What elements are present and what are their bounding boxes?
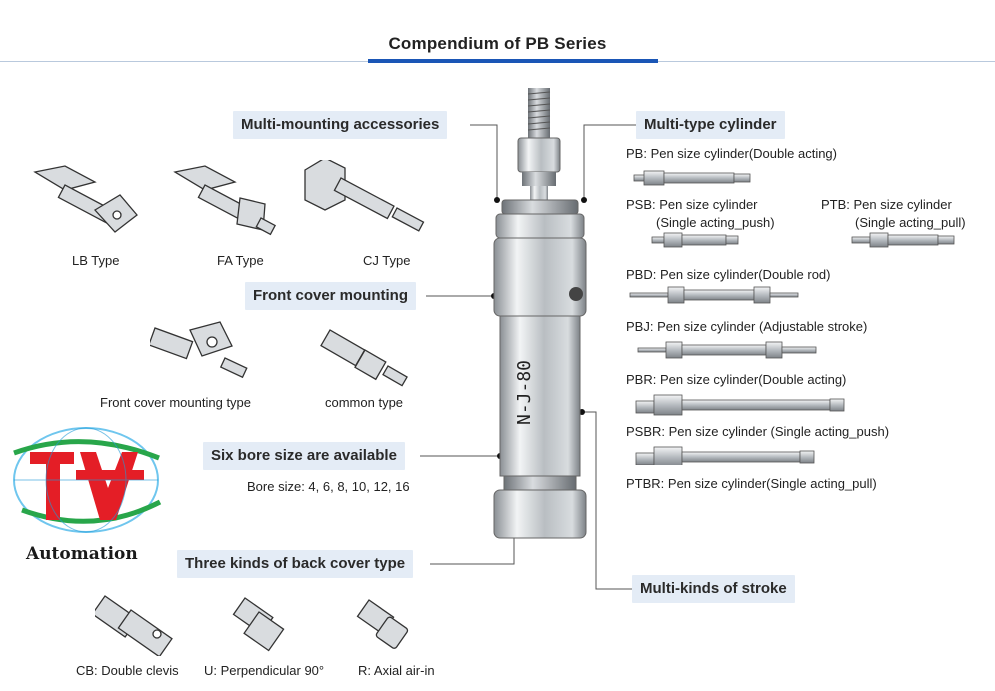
title-underline	[368, 59, 658, 63]
front-cover-illustrations	[150, 321, 408, 387]
accessory-label-fa: FA Type	[217, 253, 264, 268]
back-cover-label-u: U: Perpendicular 90°	[204, 663, 325, 678]
cylinder-type-pb: PB: Pen size cylinder(Double acting)	[626, 146, 837, 161]
accessory-label-lb: LB Type	[72, 253, 120, 268]
back-cover-label-r: R: Axial air-in	[358, 663, 435, 678]
cylinder-type-ptb-sub: (Single acting_pull)	[855, 215, 966, 230]
logo-text: Automation	[26, 544, 138, 564]
callout-multi-stroke: Multi-kinds of stroke	[632, 575, 795, 603]
cylinder-type-psb-sub: (Single acting_push)	[656, 215, 775, 230]
callout-front-cover: Front cover mounting	[245, 282, 416, 310]
back-cover-illustrations	[95, 595, 409, 656]
bore-size-text: Bore size: 4, 6, 8, 10, 12, 16	[247, 479, 410, 494]
cylinder-type-images	[629, 170, 955, 465]
callout-back-cover: Three kinds of back cover type	[177, 550, 414, 578]
front-cover-label-common: common type	[325, 395, 404, 410]
callout-bore-sizes: Six bore size are available	[203, 442, 405, 470]
company-logo	[13, 427, 162, 533]
cylinder-type-ptbr: PTBR: Pen size cylinder(Single acting_pu…	[626, 476, 877, 491]
main-cylinder-illustration: N-J-80	[493, 88, 587, 539]
callout-mounting-accessories: Multi-mounting accessories	[233, 111, 448, 139]
cylinder-type-pbr: PBR: Pen size cylinder(Double acting)	[626, 372, 847, 387]
cylinder-type-psb: PSB: Pen size cylinder	[626, 197, 758, 212]
accessory-label-cj: CJ Type	[363, 253, 411, 268]
cylinder-type-psbr: PSBR: Pen size cylinder (Single acting_p…	[626, 424, 890, 439]
cylinder-marking: N-J-80	[514, 360, 535, 425]
cylinder-type-ptb: PTB: Pen size cylinder	[821, 197, 952, 212]
callout-multi-type: Multi-type cylinder	[636, 111, 785, 139]
cylinder-type-pbj: PBJ: Pen size cylinder (Adjustable strok…	[626, 319, 868, 334]
front-cover-label-mounting: Front cover mounting type	[100, 395, 252, 410]
back-cover-label-cb: CB: Double clevis	[76, 663, 179, 678]
page-title: Compendium of PB Series	[388, 34, 607, 53]
cylinder-type-pbd: PBD: Pen size cylinder(Double rod)	[626, 267, 831, 282]
accessory-illustrations	[33, 160, 425, 236]
